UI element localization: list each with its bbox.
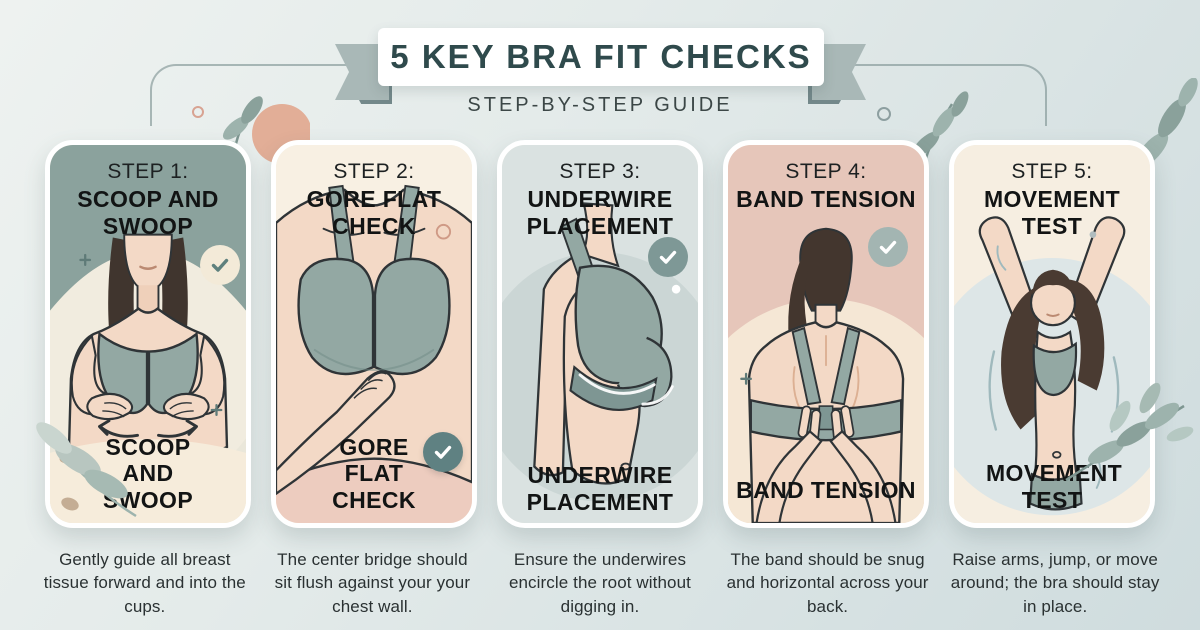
step-card-3: STEP 3: UNDERWIRE PLACEMENT UNDERWIRE PL… <box>497 140 703 528</box>
step-number-label: STEP 5: <box>1011 160 1093 183</box>
step-caption: The band should be snug and horizontal a… <box>726 550 929 616</box>
step-4-illustration <box>728 145 924 523</box>
steps-row: STEP 1: SCOOP AND SWOOP SCOOP AND SWOOP <box>45 140 1155 528</box>
step-card-4: STEP 4: BAND TENSION BAND TENSION <box>723 140 929 528</box>
step-4-header: STEP 4: BAND TENSION <box>728 160 924 213</box>
panel-label: SCOOP AND SWOOP <box>102 433 194 513</box>
step-card-2: STEP 2: GORE FLAT CHECK GORE FLAT CHECK <box>271 140 477 528</box>
check-icon <box>648 237 688 277</box>
page-subtitle: STEP-BY-STEP GUIDE <box>467 94 733 116</box>
step-3-illustration <box>502 145 698 523</box>
step-number-label: STEP 3: <box>559 160 641 183</box>
step-title: GORE FLAT CHECK <box>306 186 442 240</box>
step-caption: Ensure the underwires encircle the root … <box>508 550 691 616</box>
panel-label: MOVEMENT TEST <box>986 460 1123 513</box>
step-title: MOVEMENT TEST <box>983 186 1121 240</box>
step-title: BAND TENSION <box>736 186 916 213</box>
step-1-header: STEP 1: SCOOP AND SWOOP <box>50 160 246 240</box>
check-icon <box>868 227 908 267</box>
step-caption: Gently guide all breast tissue forward a… <box>43 550 246 616</box>
step-number-label: STEP 1: <box>107 160 189 183</box>
panel-label: BAND TENSION <box>736 476 916 503</box>
step-number-label: STEP 4: <box>785 160 867 183</box>
step-3-header: STEP 3: UNDERWIRE PLACEMENT <box>502 160 698 240</box>
title-ribbon: 5 KEY BRA FIT CHECKS <box>378 28 824 86</box>
step-title: SCOOP AND SWOOP <box>77 186 219 240</box>
check-icon <box>423 432 463 472</box>
step-card-5: STEP 5: MOVEMENT TEST MOVEMENT TEST <box>949 140 1155 528</box>
step-2-header: STEP 2: GORE FLAT CHECK <box>276 160 472 240</box>
panel-label: GORE FLAT CHECK <box>332 433 416 513</box>
panel-label: UNDERWIRE PLACEMENT <box>526 462 674 515</box>
captions-row: Gently guide all breast tissue forward a… <box>40 548 1160 618</box>
step-caption: Raise arms, jump, or move around; the br… <box>950 550 1160 616</box>
step-title: UNDERWIRE PLACEMENT <box>526 186 674 240</box>
step-caption: The center bridge should sit flush again… <box>274 550 471 616</box>
page-title: 5 KEY BRA FIT CHECKS <box>390 38 812 75</box>
check-icon <box>200 245 240 285</box>
step-5-header: STEP 5: MOVEMENT TEST <box>954 160 1150 240</box>
step-number-label: STEP 2: <box>333 160 415 183</box>
step-card-1: STEP 1: SCOOP AND SWOOP SCOOP AND SWOOP <box>45 140 251 528</box>
